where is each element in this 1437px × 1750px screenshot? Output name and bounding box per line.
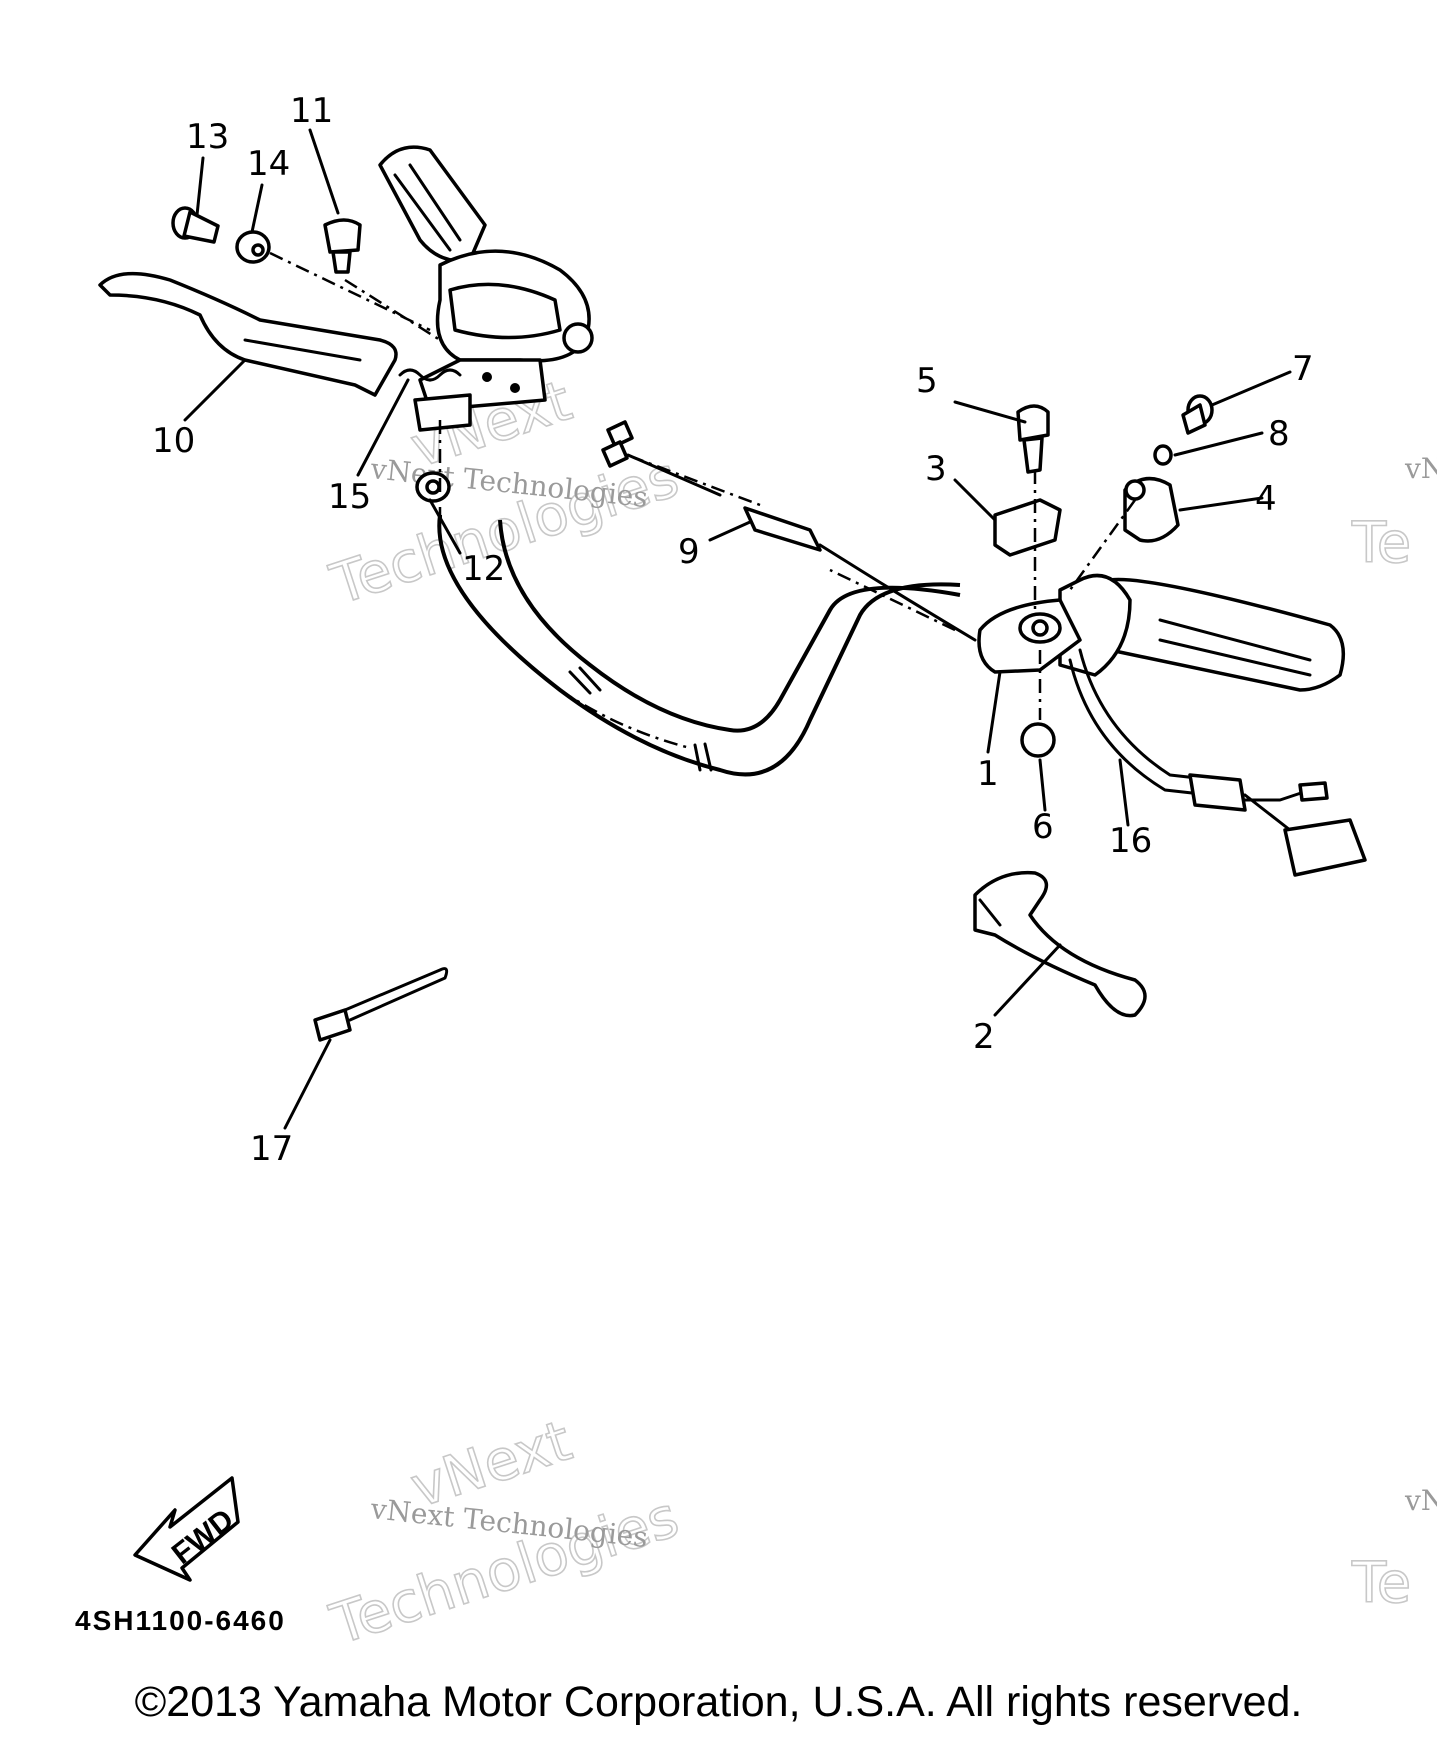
part-label-15: 15 bbox=[328, 477, 371, 517]
cable-9 bbox=[601, 420, 977, 642]
bolt-13 bbox=[171, 206, 220, 244]
part-label-14: 14 bbox=[247, 144, 290, 184]
bracket-4 bbox=[1123, 476, 1180, 543]
nut-12 bbox=[415, 471, 451, 503]
part-label-11: 11 bbox=[290, 91, 333, 131]
spring-15 bbox=[398, 368, 462, 382]
watermark-edge-small-bottom: vN bbox=[1404, 1484, 1437, 1517]
part-labels: 1 2 3 4 5 6 7 8 9 10 11 12 13 14 15 16 1… bbox=[152, 91, 1314, 1169]
assembly-lines bbox=[269, 251, 1137, 720]
watermark-edge-big: Te bbox=[1351, 511, 1411, 576]
part-label-9: 9 bbox=[678, 532, 700, 572]
fwd-arrow: FWD bbox=[133, 1476, 240, 1582]
copyright-notice: ©2013 Yamaha Motor Corporation, U.S.A. A… bbox=[134, 1678, 1303, 1726]
watermark-edge: vN Te vN Te bbox=[1350, 452, 1437, 1617]
leader-lines bbox=[183, 128, 1292, 1130]
left-grip bbox=[378, 145, 487, 263]
watermark-edge-big-bottom: Te bbox=[1351, 1551, 1411, 1616]
part-label-4: 4 bbox=[1255, 479, 1277, 519]
part-label-1: 1 bbox=[977, 754, 999, 794]
wire-16 bbox=[1068, 648, 1367, 877]
screw-7 bbox=[1181, 394, 1214, 435]
right-grip bbox=[1058, 573, 1346, 692]
part-label-7: 7 bbox=[1292, 349, 1314, 389]
brake-lever-left bbox=[98, 271, 398, 397]
lever-2 bbox=[973, 870, 1147, 1018]
nut-14 bbox=[235, 230, 271, 264]
master-cylinder bbox=[413, 249, 594, 432]
part-label-12: 12 bbox=[462, 549, 505, 589]
bolt-5 bbox=[1016, 404, 1050, 474]
part-label-16: 16 bbox=[1109, 821, 1152, 861]
watermark-edge-small: vN bbox=[1404, 452, 1437, 485]
part-label-6: 6 bbox=[1032, 807, 1054, 847]
part-label-3: 3 bbox=[925, 449, 947, 489]
diagram-code: 4SH1100-6460 bbox=[75, 1605, 286, 1636]
watermark-bottom: vNext Technologies vNext Technologies bbox=[322, 1408, 687, 1659]
part-label-8: 8 bbox=[1268, 414, 1290, 454]
part-label-2: 2 bbox=[973, 1017, 995, 1057]
throttle-holder-1 bbox=[977, 598, 1082, 674]
nut-6 bbox=[1020, 722, 1056, 758]
part-label-5: 5 bbox=[916, 361, 938, 401]
handlebar bbox=[437, 514, 961, 777]
washer-8 bbox=[1153, 444, 1173, 466]
bolt-11 bbox=[323, 218, 362, 274]
part-label-10: 10 bbox=[152, 421, 195, 461]
part-label-17: 17 bbox=[250, 1129, 293, 1169]
cable-tie-17 bbox=[313, 967, 449, 1042]
part-label-13: 13 bbox=[186, 117, 229, 157]
clamp-3 bbox=[993, 498, 1062, 557]
